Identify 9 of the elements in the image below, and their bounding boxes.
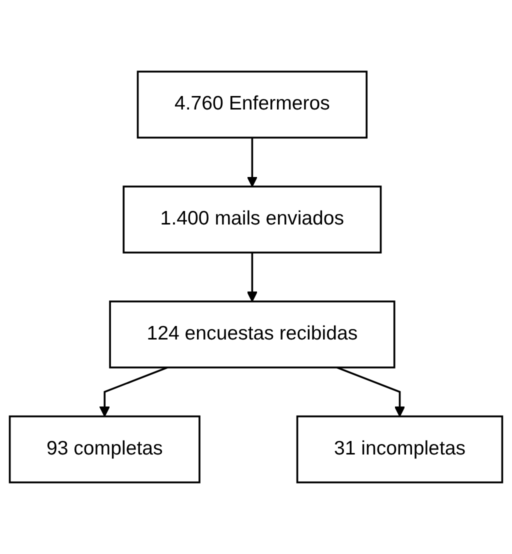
arrow xyxy=(246,252,258,302)
node-box: 1.400 mails enviados xyxy=(122,186,382,254)
node-box: 93 completas xyxy=(8,415,200,484)
node-box: 124 encuestas recibidas xyxy=(109,300,396,368)
node-box: 4.760 Enfermeros xyxy=(136,70,368,139)
node-box: 31 incompletas xyxy=(296,415,504,484)
arrow xyxy=(99,366,168,417)
arrow xyxy=(336,366,406,417)
arrow xyxy=(246,138,258,188)
